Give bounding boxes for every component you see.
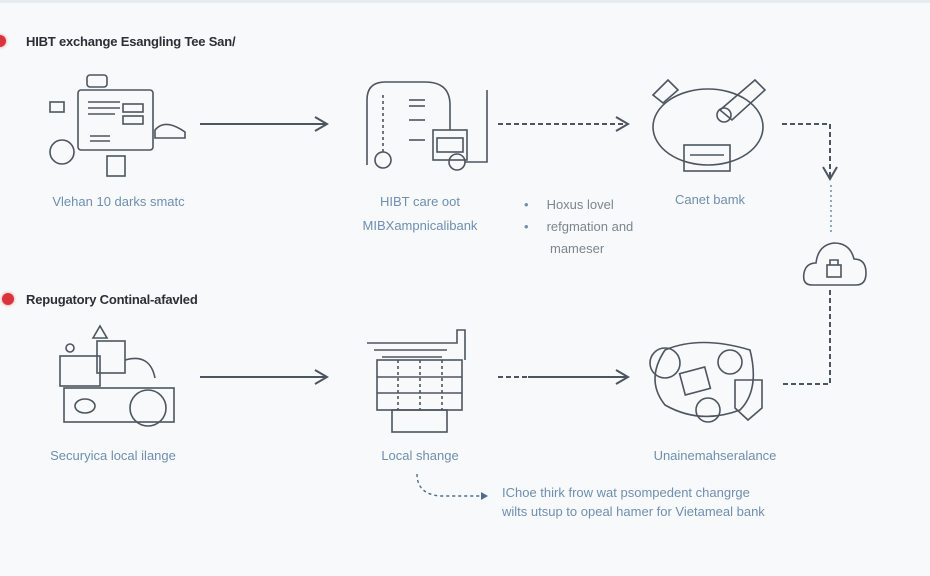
- bank-tag-icon: [651, 78, 767, 172]
- note-line-1: IChoe thirk frow wat psompedent changrge: [502, 485, 750, 500]
- connector-dotted-line: [830, 185, 832, 233]
- cloud-lock-icon: [802, 242, 867, 286]
- bullet-item-continued: mameser: [550, 241, 605, 256]
- arrow-dashed: [498, 116, 630, 132]
- note-curved-arrow: [416, 473, 488, 500]
- bank-vehicle-icon: [366, 81, 488, 171]
- note-text: IChoe thirk frow wat psompedent changrge…: [502, 483, 765, 521]
- bullet-list: •Hoxus lovel •refgmation and mameser: [524, 194, 633, 260]
- step-label-hibt-line2: MIBXampnicalibank: [362, 218, 478, 233]
- note-line-2: wilts utsup to opeal hamer for Vietameal…: [502, 504, 765, 519]
- section-title-2: Repugatory Continal-afavled: [26, 292, 198, 307]
- step-label-vietnam-banks: Vlehan 10 darks smatc: [52, 194, 185, 209]
- step-label-balance: Unainemahseralance: [653, 448, 777, 463]
- ledger-machine-icon: [367, 329, 466, 433]
- bullet-item: •refgmation and: [524, 219, 634, 234]
- arrow-solid: [200, 116, 329, 132]
- bullet-item: •Hoxus lovel: [524, 197, 614, 212]
- section-marker-icon: [0, 35, 6, 47]
- section-marker-icon: [2, 293, 14, 305]
- step-label-local-change: Local shange: [381, 448, 459, 463]
- document-workflow-icon: [49, 74, 186, 177]
- security-documents-icon: [59, 324, 175, 427]
- section-title-1: HIBT exchange Esangling Tee San/: [26, 34, 236, 49]
- connector-down-arrow: [782, 123, 838, 181]
- step-label-hibt-line1: HIBT care oot: [380, 194, 460, 209]
- arrow-solid: [200, 369, 329, 385]
- connector-up-line: [782, 290, 831, 385]
- step-label-security: Securyica local ilange: [50, 448, 176, 463]
- currency-balance-icon: [649, 341, 763, 423]
- step-label-bank: Canet bamk: [674, 192, 746, 207]
- arrow-dashed-solid: [498, 369, 630, 385]
- top-border: [0, 0, 930, 3]
